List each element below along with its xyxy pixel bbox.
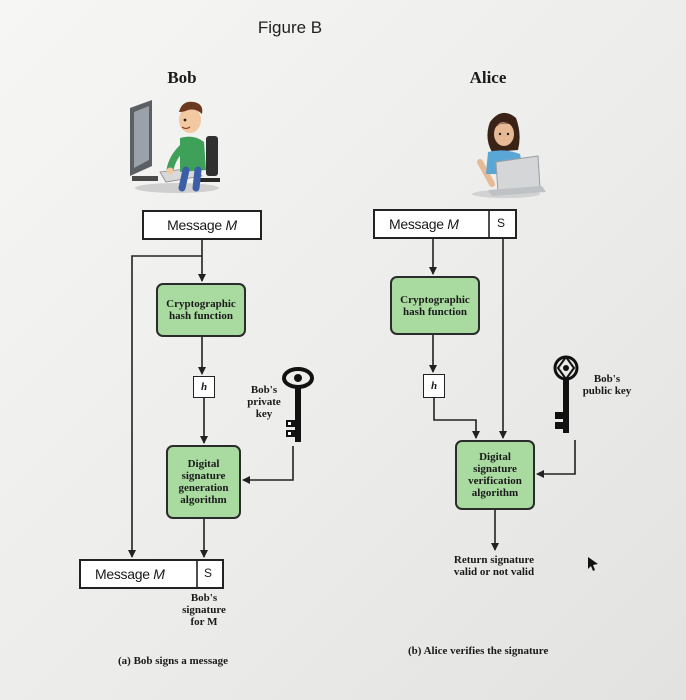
- figure-title: Figure B: [257, 18, 323, 37]
- bob-signed-message-label: Message M: [95, 566, 165, 582]
- alice-signature-cell: S: [496, 216, 505, 230]
- alice-name: Alice: [469, 68, 507, 87]
- bob-signature-generation: Digital signature generation algorithm: [166, 445, 241, 519]
- bob-hash-function: Cryptographic hash function: [156, 283, 246, 337]
- alice-public-key-label: Bob's public key: [582, 373, 632, 397]
- bob-message-box: Message M: [142, 210, 262, 240]
- bob-private-key-label: Bob's private key: [247, 384, 281, 420]
- alice-result: Return signature valid or not valid: [453, 554, 535, 578]
- mouse-cursor-icon: [588, 557, 598, 571]
- skeleton-key-icon: [553, 355, 579, 433]
- bob-name: Bob: [167, 68, 197, 87]
- alice-caption: (b) Alice verifies the signature: [408, 645, 549, 657]
- laptop-user-icon: [472, 112, 546, 198]
- alice-message-box: Message M: [373, 209, 517, 239]
- alice-message-label: Message M: [389, 216, 459, 232]
- alice-hash-function: Cryptographic hash function: [390, 276, 480, 335]
- bob-signed-message-box: Message M: [79, 559, 224, 589]
- bob-signature-note: Bob's signature for M: [182, 592, 226, 628]
- bob-message-label: Message M: [167, 217, 237, 233]
- bob-hash-output: h: [193, 376, 215, 398]
- bob-caption: (a) Bob signs a message: [118, 655, 229, 667]
- bob-signature-cell: S: [203, 566, 212, 580]
- computer-user-icon: [130, 100, 220, 193]
- alice-hash-output: h: [423, 374, 445, 398]
- skeleton-key-icon: [282, 367, 314, 442]
- alice-signature-verification: Digital signature verification algorithm: [455, 440, 535, 510]
